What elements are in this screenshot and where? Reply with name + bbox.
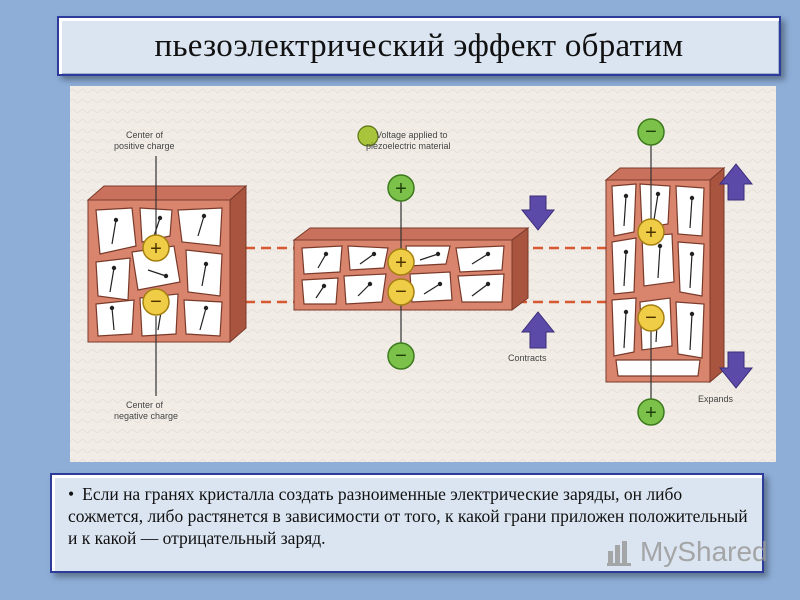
watermark: MyShared	[606, 535, 768, 569]
piezo-diagram: + − Center of positive charge Center of …	[70, 86, 776, 462]
crystal-block-neutral: + −	[86, 156, 248, 396]
svg-text:−: −	[150, 291, 162, 313]
svg-text:−: −	[395, 281, 407, 303]
crystal-block-contracted: + −	[292, 190, 530, 346]
svg-text:−: −	[395, 345, 407, 367]
label-center-negative-2: negative charge	[114, 411, 178, 421]
label-center-negative-1: Center of	[126, 400, 164, 410]
expand-arrow-up-icon	[718, 163, 754, 201]
label-voltage-1: Voltage applied to	[376, 130, 448, 140]
compress-arrow-down-icon	[520, 195, 556, 231]
svg-text:−: −	[645, 307, 657, 329]
bottom-electrode-negative: −	[387, 342, 415, 370]
svg-text:−: −	[645, 121, 657, 143]
slide-title: пьезоэлектрический эффект обратим	[154, 27, 684, 64]
svg-text:+: +	[645, 402, 657, 424]
bullet-marker: •	[68, 484, 75, 504]
watermark-text: MyShared	[640, 536, 768, 567]
myshared-logo-icon	[607, 541, 631, 566]
label-expands: Expands	[698, 394, 734, 404]
expand-arrow-down-icon	[718, 351, 754, 389]
title-box: пьезоэлектрический эффект обратим	[57, 16, 781, 76]
crystal-block-expanded: + −	[604, 142, 726, 402]
label-contracts: Contracts	[508, 353, 547, 363]
svg-text:+: +	[395, 252, 407, 274]
bullet-text: Если на гранях кристалла создать разноим…	[68, 484, 748, 548]
positive-charge-center: +	[142, 234, 170, 262]
svg-text:+: +	[150, 238, 162, 260]
compress-arrow-up-icon	[520, 311, 556, 349]
bullet-paragraph: •Если на гранях кристалла создать разнои…	[68, 483, 748, 549]
svg-text:+: +	[395, 178, 407, 200]
label-center-positive-1: Center of	[126, 130, 164, 140]
label-center-positive-2: positive charge	[114, 141, 175, 151]
bullet-text-box: •Если на гранях кристалла создать разнои…	[50, 473, 764, 573]
label-voltage-2: piezoelectric material	[366, 141, 451, 151]
negative-charge-center: −	[142, 288, 170, 316]
voltage-indicator-icon	[357, 125, 379, 147]
svg-text:+: +	[645, 222, 657, 244]
bottom-electrode-positive: +	[637, 398, 665, 426]
top-electrode-positive: +	[387, 174, 415, 202]
top-electrode-negative: −	[637, 118, 665, 146]
